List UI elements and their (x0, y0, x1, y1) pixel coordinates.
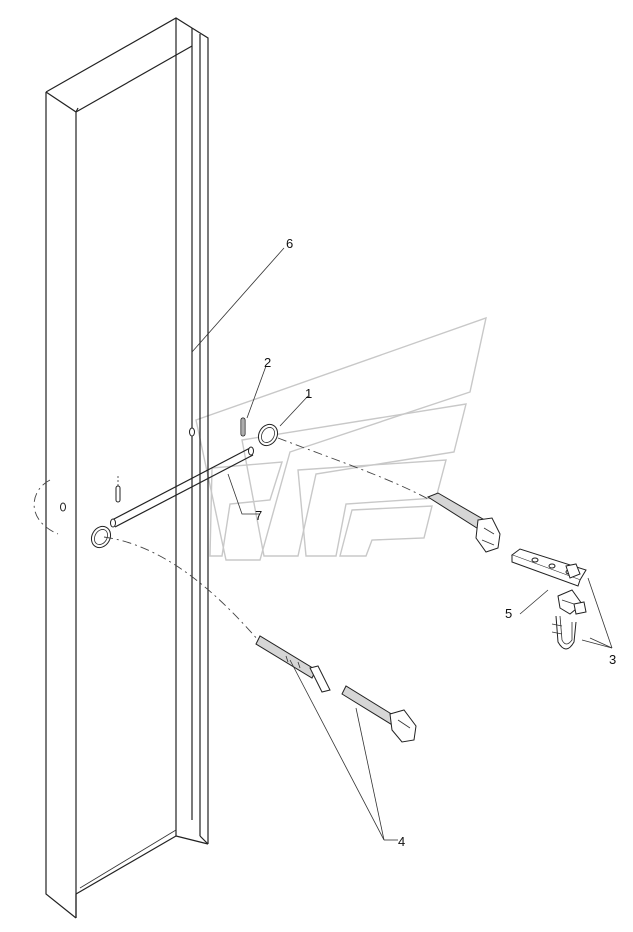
bracket-plate (510, 548, 587, 615)
strap-lower-right (341, 685, 417, 743)
callout-5: 5 (505, 606, 512, 621)
callout-7: 7 (255, 508, 262, 523)
leader-lines (191, 247, 613, 841)
callout-4: 4 (398, 834, 405, 849)
callout-3: 3 (609, 652, 616, 667)
u-bolt (551, 615, 577, 650)
split-ring (90, 423, 279, 549)
routing-lines (33, 437, 431, 641)
callout-labels: 6 2 1 7 5 3 4 (255, 236, 616, 849)
callout-1: 1 (305, 386, 312, 401)
callout-6: 6 (286, 236, 293, 251)
channel-post (45, 17, 209, 919)
callout-2: 2 (264, 355, 271, 370)
roll-pin (115, 417, 246, 503)
strap-lower-left (255, 635, 331, 693)
watermark-logo (195, 316, 487, 561)
strap-upper (426, 492, 501, 553)
nut (565, 563, 587, 615)
rod (110, 446, 254, 528)
